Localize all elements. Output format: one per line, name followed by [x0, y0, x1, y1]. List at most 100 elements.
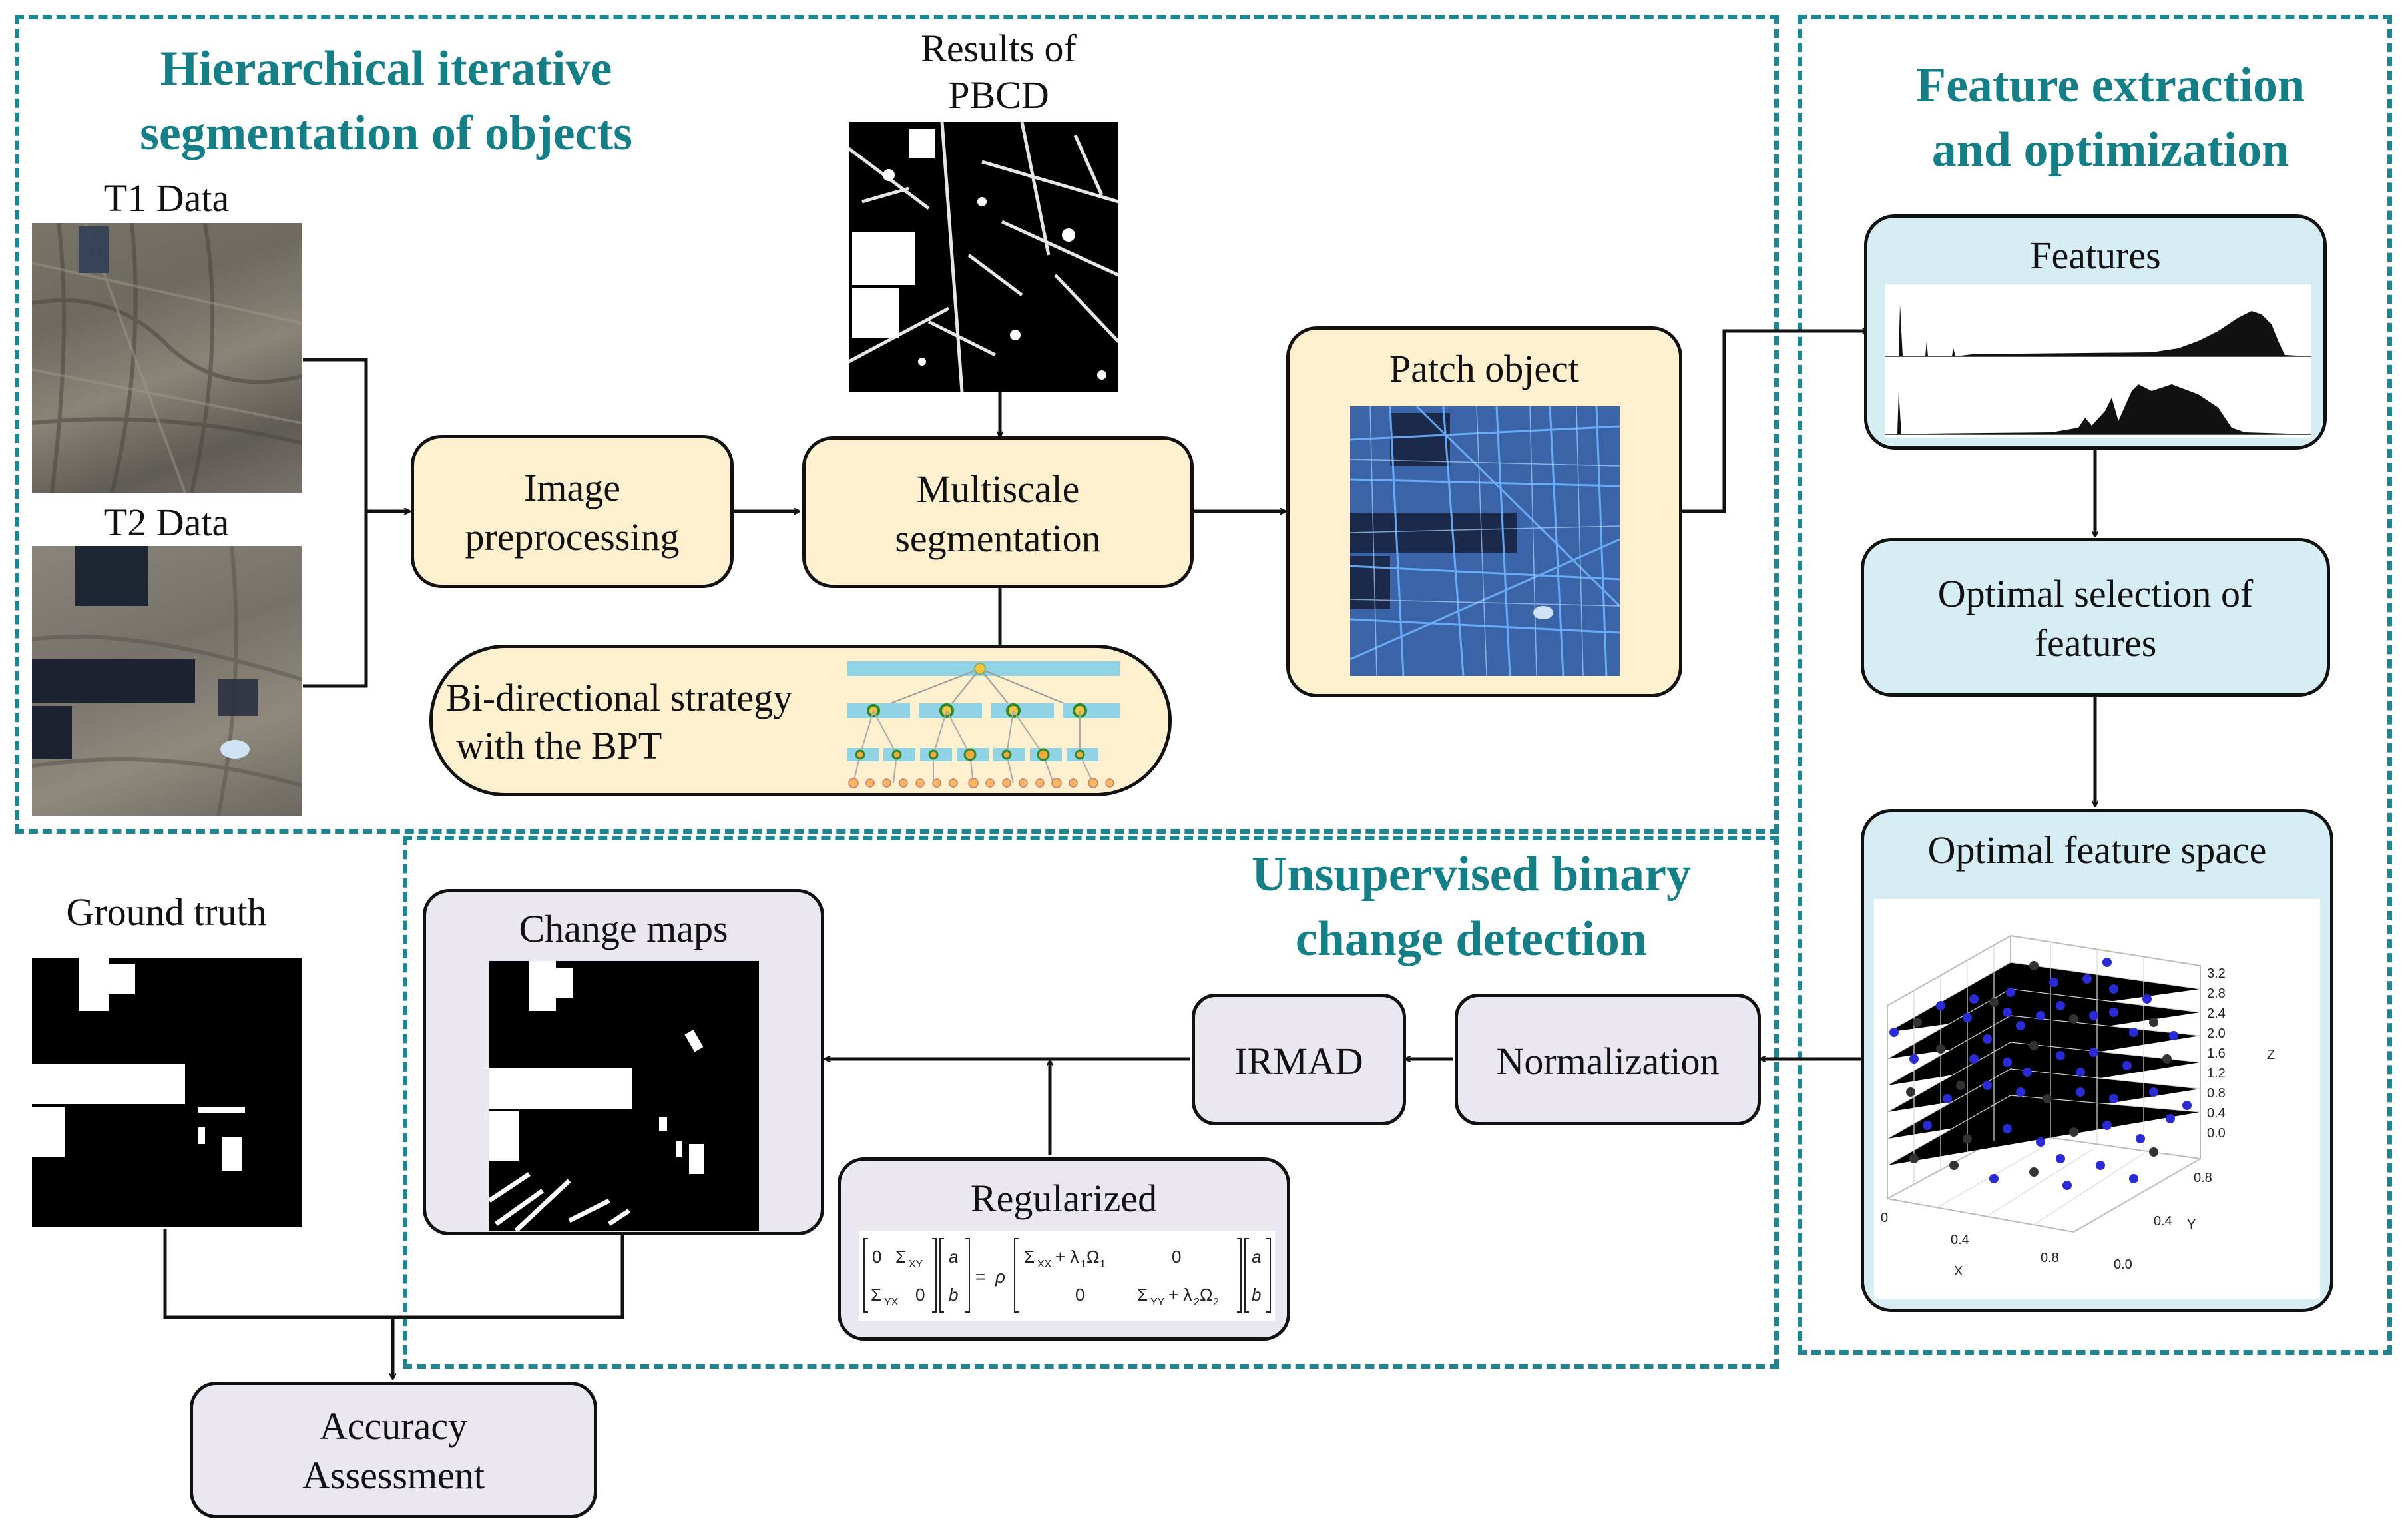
scatter-point [1989, 1174, 1999, 1183]
scatter-point [1943, 1094, 1952, 1103]
scatter-point [2016, 1021, 2025, 1030]
optimal-selection-line1: Optimal selection of [1937, 572, 2254, 615]
svg-text:YX: YX [884, 1297, 899, 1308]
label-pbcd-line1: Results of [921, 27, 1077, 70]
bracket-to-accuracy [163, 1229, 624, 1319]
scatter-point [1963, 1134, 1972, 1143]
scatter-point [2166, 1114, 2175, 1123]
scatter-point [1909, 1154, 1919, 1163]
multiscale-line2: segmentation [895, 517, 1101, 560]
normalization-box[interactable]: Normalization [1455, 994, 1761, 1125]
section-unsupervised-detection [403, 836, 1779, 1369]
scatter-point [2102, 958, 2112, 967]
multiscale-segmentation-box[interactable]: Multiscale segmentation [802, 436, 1194, 588]
scatter-point [2102, 1121, 2112, 1130]
scatter-point [1923, 1121, 1932, 1130]
scatter-point [1969, 1054, 1979, 1064]
svg-text:a: a [949, 1247, 958, 1267]
z-tick-2.8: 2.8 [2207, 986, 2226, 1001]
label-t1: T1 Data [103, 176, 230, 220]
optimal-feature-space-label: Optimal feature space [1927, 828, 2267, 872]
scatter-point [2109, 1094, 2118, 1103]
heading-unsupervised-line1: Unsupervised binary [1252, 847, 1691, 902]
scatter-point [1969, 994, 1979, 1004]
z-tick-0.0: 0.0 [2207, 1126, 2226, 1141]
features-label: Features [2030, 234, 2161, 277]
accuracy-line1: Accuracy [319, 1404, 468, 1448]
scatter-point [2043, 1094, 2052, 1103]
bpt-strategy-box[interactable]: Bi-directional strategy with the BPT [429, 645, 1172, 796]
patch-object-box[interactable]: Patch object [1286, 326, 1682, 697]
scatter-point [1989, 998, 1999, 1007]
image-preprocessing-box[interactable]: Image preprocessing [411, 435, 734, 588]
y-axis-label: Y [2187, 1217, 2196, 1232]
label-t2: T2 Data [103, 501, 230, 544]
scatter-point [2056, 1051, 2065, 1060]
scatter-point [2142, 994, 2152, 1004]
x-tick-0.8: 0.8 [2041, 1251, 2059, 1265]
change-map-image [489, 961, 759, 1231]
scatter-point [2003, 1124, 2012, 1133]
t1-texture [32, 223, 302, 493]
svg-text:0: 0 [1172, 1247, 1181, 1267]
svg-text:a: a [1252, 1247, 1261, 1267]
scatter-point [2006, 988, 2015, 997]
z-tick-3.2: 3.2 [2207, 966, 2226, 981]
scatter-point [2069, 1127, 2078, 1137]
arrow-to-features [1681, 331, 1867, 513]
change-map-texture [489, 961, 704, 1231]
svg-text:0: 0 [1075, 1285, 1084, 1305]
scatter-point [2029, 1041, 2039, 1050]
svg-text:XY: XY [909, 1259, 923, 1270]
svg-text:1: 1 [1100, 1259, 1106, 1270]
svg-text:1: 1 [1081, 1259, 1086, 1270]
accuracy-assessment-box[interactable]: Accuracy Assessment [190, 1382, 597, 1518]
scatter-point [1936, 1001, 1945, 1010]
scatter-point [2029, 961, 2039, 970]
scatter-point [2056, 1001, 2065, 1010]
z-tick-1.2: 1.2 [2207, 1066, 2226, 1081]
scatter-point [1889, 1028, 1899, 1037]
x-tick-0.4: 0.4 [1951, 1233, 1969, 1247]
svg-text:=: = [975, 1267, 985, 1287]
scatter-point [2049, 978, 2058, 987]
scatter-point [2069, 1014, 2078, 1024]
bpt-line2: with the BPT [456, 724, 662, 767]
scatter-point [2129, 1174, 2138, 1183]
scatter-point [2109, 1008, 2118, 1017]
irmad-box[interactable]: IRMAD [1192, 994, 1406, 1125]
optimal-selection-box[interactable]: Optimal selection of features [1861, 538, 2330, 697]
t1-satellite-image [32, 223, 302, 493]
scatter-point [2003, 1008, 2012, 1017]
features-box[interactable]: Features [1864, 214, 2327, 450]
scatter-3d-plot: 3.2 2.8 2.4 2.0 1.6 1.2 0.8 0.4 0.0 Z 0.… [1874, 899, 2320, 1299]
svg-text:b: b [949, 1285, 958, 1305]
scatter-point [2036, 1137, 2045, 1147]
y-tick-0.0: 0.0 [2114, 1257, 2132, 1272]
heading-hierarchical-line1: Hierarchical iterative [160, 41, 612, 96]
ground-truth-image [32, 958, 302, 1227]
scatter-point [1963, 1013, 1972, 1022]
svg-text:Σ: Σ [1137, 1285, 1148, 1305]
svg-text:Σ: Σ [1024, 1247, 1035, 1267]
z-tick-0.4: 0.4 [2207, 1106, 2226, 1121]
patch-segmentation-texture [1350, 406, 1620, 676]
scatter-point [2036, 1011, 2045, 1020]
histogram-1 [1885, 304, 2311, 356]
scatter-point [2089, 1011, 2098, 1020]
svg-text:Ω: Ω [1086, 1247, 1099, 1267]
pbcd-texture [849, 122, 1118, 392]
optimal-feature-space-box[interactable]: Optimal feature space 3.2 2.8 2.4 2.0 1.… [1861, 809, 2333, 1312]
scatter-point [2136, 1134, 2145, 1143]
z-axis-label: Z [2267, 1048, 2275, 1062]
scatter-point [2062, 1181, 2072, 1190]
pbcd-result-image [849, 122, 1118, 392]
irmad-label: IRMAD [1234, 1040, 1363, 1083]
regularized-label: Regularized [970, 1177, 1158, 1220]
change-maps-box[interactable]: Change maps [423, 889, 824, 1235]
svg-text:XX: XX [1037, 1259, 1052, 1270]
label-pbcd-line2: PBCD [948, 73, 1049, 117]
scatter-point [1936, 1044, 1945, 1054]
